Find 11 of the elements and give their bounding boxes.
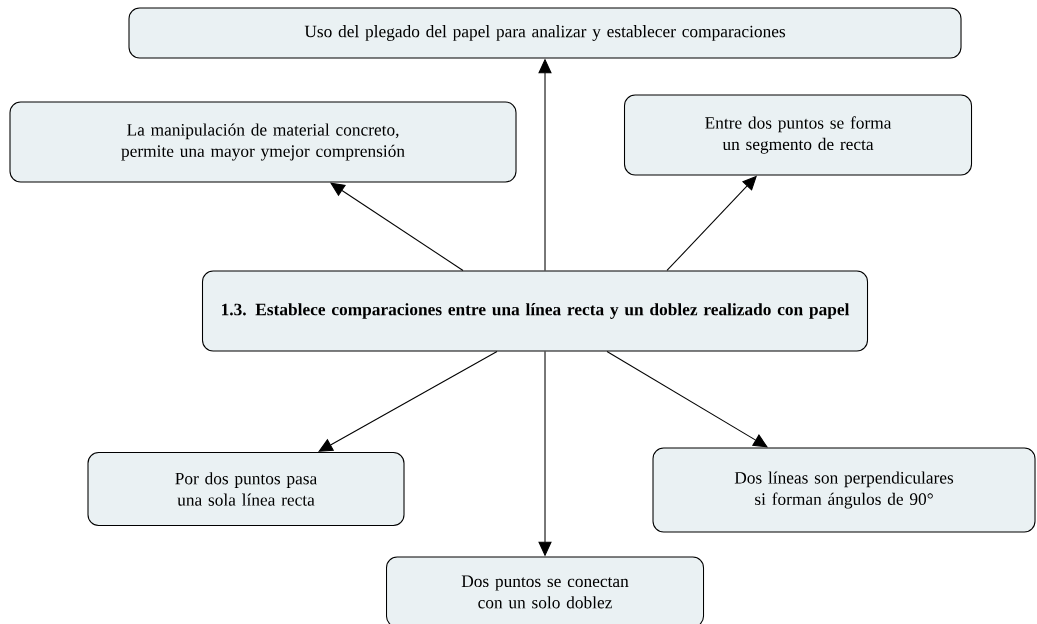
arrow — [318, 351, 498, 452]
arrow — [606, 351, 768, 448]
concept-box: Dos líneas son perpendiculares si forman ángulos de 90° — [652, 447, 1036, 533]
concept-box: Uso del plegado del papel para analizar y establecer comparaciones — [128, 7, 962, 59]
concept-box: La manipulación de material concreto, permite una mayor ymejor comprensión — [9, 101, 517, 183]
concept-box: Por dos puntos pasa una sola línea recta — [87, 451, 405, 527]
central-topic-box: 1.3. Establece comparaciones entre una línea recta y un doblez realizado con papel — [201, 270, 869, 352]
arrow — [666, 175, 757, 271]
concept-box: Dos puntos se conectan con un solo doblez — [385, 556, 705, 624]
arrow — [330, 182, 464, 271]
concept-box: Entre dos puntos se forma un segmento de recta — [623, 94, 973, 176]
